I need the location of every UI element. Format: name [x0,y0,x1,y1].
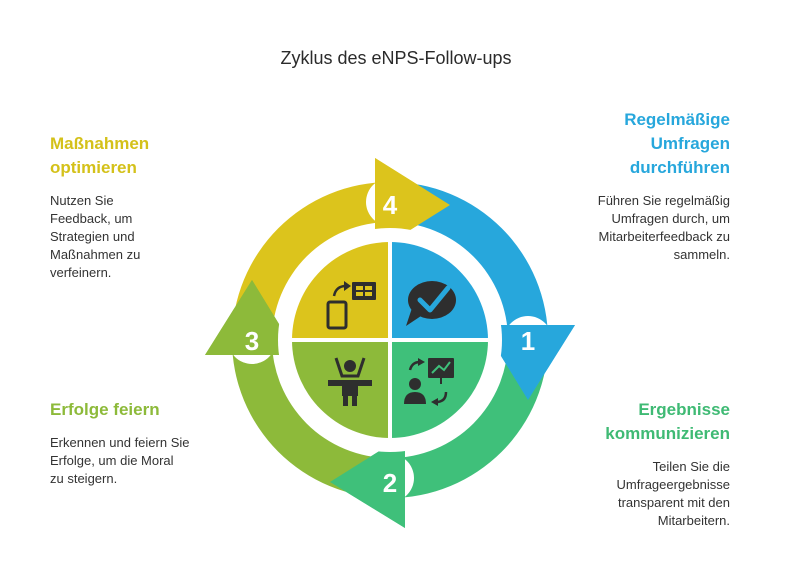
step-2-description: Teilen Sie die Umfrageergebnisse transpa… [616,459,730,528]
step-3-text: Erfolge feiern Erkennen und feiern Sie E… [50,398,210,488]
step-3-heading: Erfolge feiern [50,400,160,419]
celebration-icon [328,357,372,406]
arc-step-4 [232,182,390,340]
step-number-2: 2 [383,468,397,498]
arc-step-3 [232,340,390,498]
chat-check-icon [406,281,456,326]
step-4-description: Nutzen Sie Feedback, um Strategien und M… [50,193,141,280]
step-4-heading: Maßnahmen optimieren [50,134,150,177]
step-3-description: Erkennen und feiern Sie Erfolge, um die … [50,435,190,486]
arc-step-1 [390,182,548,340]
step-1-description: Führen Sie regelmäßig Umfragen durch, um… [597,193,730,262]
inner-quadrant-2 [390,340,488,438]
step-number-3: 3 [245,326,259,356]
inner-quadrant-4 [292,242,390,340]
step-2-text: Ergebnisse kommunizieren Teilen Sie die … [570,398,730,530]
step-4-text: Maßnahmen optimieren Nutzen Sie Feedback… [50,132,210,282]
page-title: Zyklus des eNPS-Follow-ups [280,48,512,68]
mobile-sync-icon [326,281,376,330]
arc-step-2 [390,340,548,498]
presentation-icon [404,358,454,406]
step-1-heading: Regelmäßige Umfragen durchführen [624,110,730,177]
step-number-1: 1 [521,326,535,356]
inner-quadrant-3 [292,340,390,438]
step-2-heading: Ergebnisse kommunizieren [605,400,730,443]
step-1-text: Regelmäßige Umfragen durchführen Führen … [570,108,730,264]
step-number-4: 4 [383,190,398,220]
